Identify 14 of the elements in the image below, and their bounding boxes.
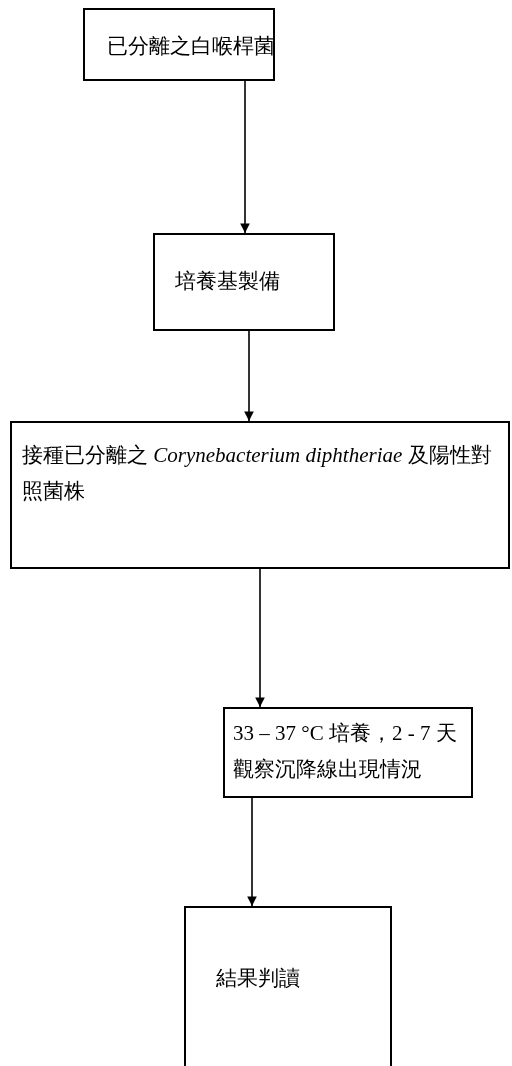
arrow: [255, 568, 265, 708]
process-box: [83, 8, 275, 81]
step-text: 接種已分離之 Corynebacterium diphtheriae 及陽性對照菌株: [22, 442, 492, 505]
step-text: 已分離之白喉桿菌: [107, 33, 276, 60]
process-box: [10, 421, 510, 569]
arrow: [240, 80, 250, 234]
arrow: [244, 330, 254, 422]
step-text: 培養基製備: [175, 268, 281, 295]
step-text: 結果判讀: [216, 965, 301, 992]
arrow: [247, 797, 257, 907]
process-box: [184, 906, 392, 1066]
step-text: 33 – 37 °C 培養，2 - 7 天觀察沉降線出現情況: [233, 720, 458, 783]
process-box: [223, 707, 473, 798]
process-box: [153, 233, 335, 331]
